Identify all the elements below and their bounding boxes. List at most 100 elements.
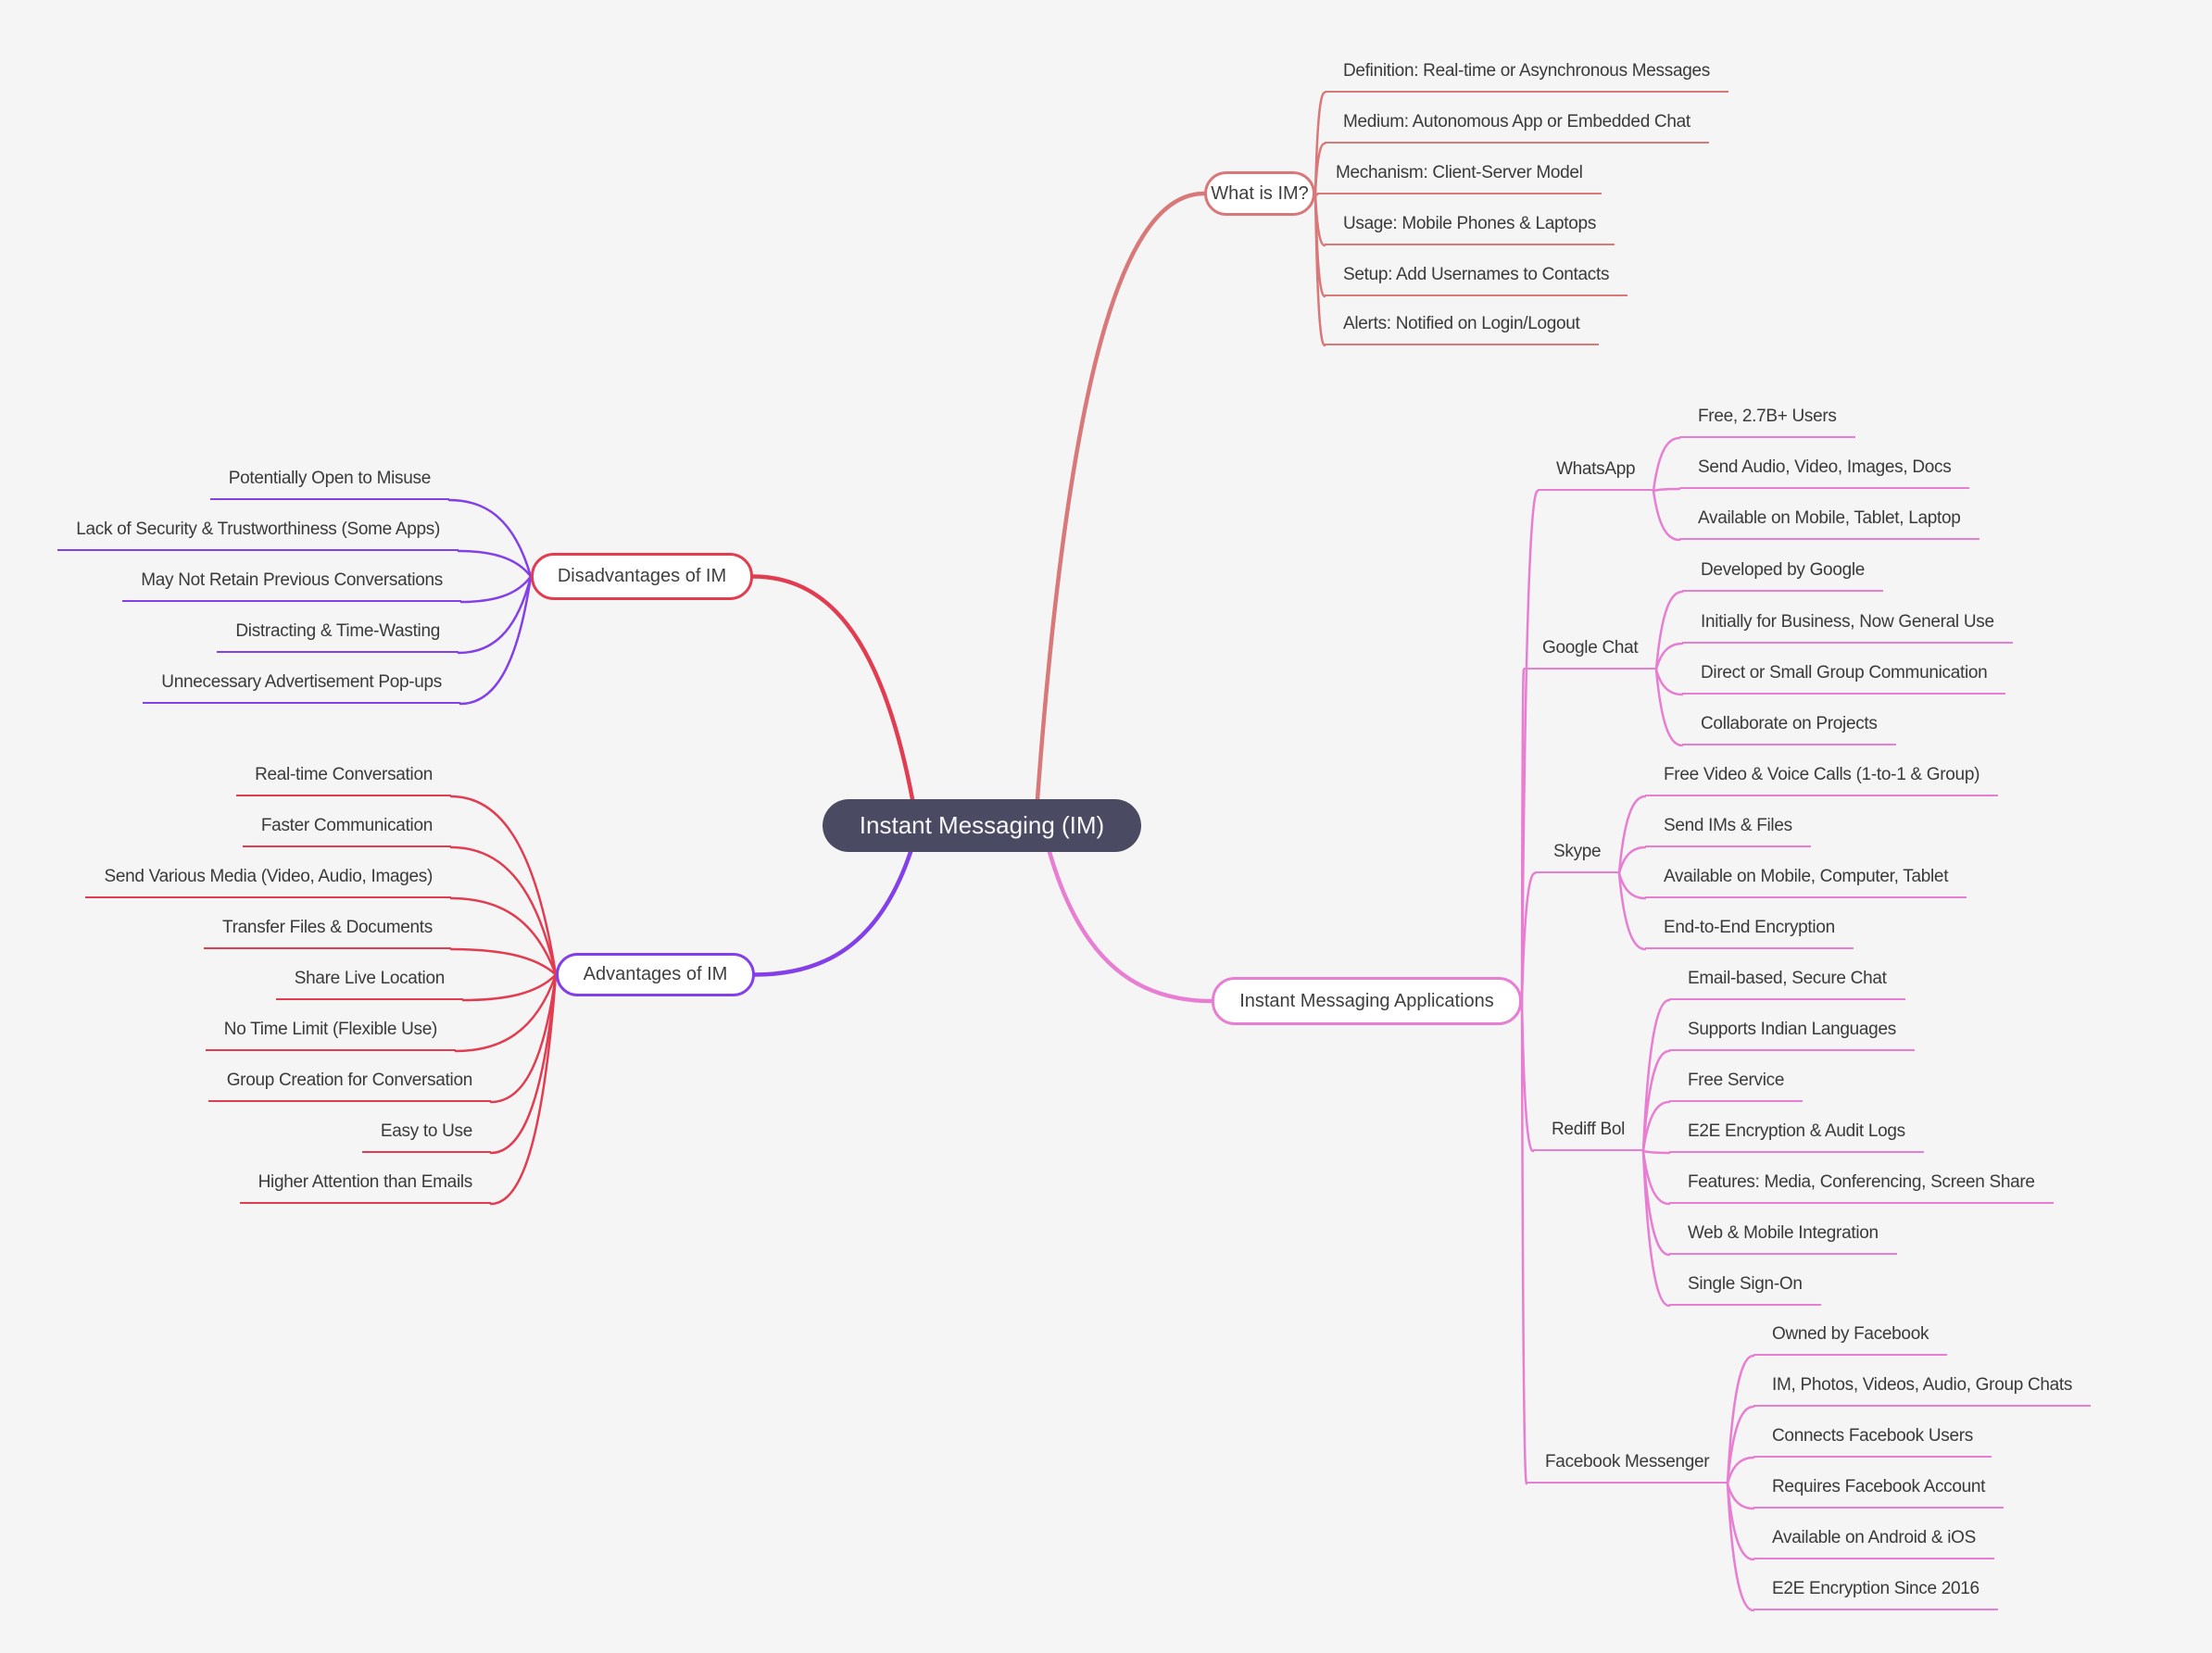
leaf-label: Collaborate on Projects bbox=[1682, 713, 1896, 745]
branch-node-advantages-of-im[interactable]: Advantages of IM bbox=[556, 953, 755, 996]
leaf-link bbox=[449, 896, 558, 976]
leaf-label: Easy to Use bbox=[361, 1121, 491, 1153]
leaf-link bbox=[1652, 487, 1681, 493]
leaf-label: Free Service bbox=[1669, 1070, 1804, 1102]
leaf-label: Share Live Location bbox=[275, 968, 463, 1000]
leaf-label: Developed by Google bbox=[1682, 559, 1884, 592]
leaf-link bbox=[1641, 1149, 1671, 1155]
leaf-link bbox=[449, 795, 558, 976]
leaf-label: No Time Limit (Flexible Use) bbox=[205, 1019, 456, 1051]
leaf-link bbox=[1654, 642, 1684, 671]
sub-branch-label-rediff-bol[interactable]: Rediff Bol bbox=[1533, 1119, 1644, 1151]
leaf-label: Connects Facebook Users bbox=[1753, 1425, 1992, 1458]
root-node[interactable]: Instant Messaging (IM) bbox=[823, 799, 1141, 852]
leaf-label: Direct or Small Group Communication bbox=[1682, 662, 2006, 695]
leaf-label: Available on Mobile, Computer, Tablet bbox=[1645, 866, 1967, 898]
leaf-label: Potentially Open to Misuse bbox=[209, 468, 449, 500]
leaf-label: Email-based, Secure Chat bbox=[1669, 968, 1905, 1000]
leaf-link bbox=[1654, 668, 1684, 747]
leaf-label: Initially for Business, Now General Use bbox=[1682, 611, 2013, 644]
leaf-link bbox=[1617, 871, 1647, 951]
leaf-label: Free Video & Voice Calls (1-to-1 & Group… bbox=[1645, 764, 1999, 796]
leaf-label: Unnecessary Advertisement Pop-ups bbox=[143, 671, 460, 704]
branch-link bbox=[1035, 191, 1207, 802]
leaf-link bbox=[1313, 142, 1326, 195]
leaf-label: End-to-End Encryption bbox=[1645, 917, 1854, 949]
leaf-link bbox=[1641, 1100, 1671, 1153]
leaf-link bbox=[1652, 489, 1681, 542]
leaf-link bbox=[449, 947, 558, 976]
sub-branch-label-skype[interactable]: Skype bbox=[1535, 841, 1620, 873]
leaf-link bbox=[454, 973, 558, 1053]
leaf-label: Faster Communication bbox=[242, 815, 451, 847]
leaf-label: Single Sign-On bbox=[1669, 1273, 1821, 1306]
leaf-label: Available on Mobile, Tablet, Laptop bbox=[1679, 507, 1979, 540]
leaf-link bbox=[489, 973, 558, 1104]
leaf-label: Alerts: Notified on Login/Logout bbox=[1325, 313, 1599, 345]
leaf-label: Owned by Facebook bbox=[1753, 1323, 1948, 1356]
leaf-label: Group Creation for Conversation bbox=[207, 1070, 491, 1102]
leaf-link bbox=[489, 973, 558, 1155]
sub-branch-label-google-chat[interactable]: Google Chat bbox=[1524, 637, 1657, 670]
leaf-label: Available on Android & iOS bbox=[1753, 1527, 1994, 1559]
leaf-link bbox=[1617, 845, 1647, 875]
sub-branch-link bbox=[1520, 668, 1526, 1003]
leaf-link bbox=[457, 549, 533, 578]
leaf-link bbox=[1654, 590, 1684, 671]
leaf-link bbox=[1641, 1149, 1671, 1308]
leaf-link bbox=[1652, 436, 1681, 493]
leaf-link bbox=[459, 575, 533, 604]
sub-branch-link bbox=[1520, 999, 1528, 1485]
leaf-link bbox=[1641, 1049, 1671, 1153]
leaf-link bbox=[449, 845, 558, 976]
branch-link bbox=[752, 849, 913, 977]
leaf-label: IM, Photos, Videos, Audio, Group Chats bbox=[1753, 1374, 2092, 1407]
leaf-label: Setup: Add Usernames to Contacts bbox=[1325, 264, 1628, 296]
leaf-link bbox=[1726, 1456, 1755, 1485]
leaf-label: Send Various Media (Video, Audio, Images… bbox=[85, 866, 451, 898]
leaf-link bbox=[447, 498, 533, 578]
leaf-label: Web & Mobile Integration bbox=[1669, 1222, 1897, 1255]
leaf-label: Higher Attention than Emails bbox=[239, 1171, 491, 1204]
leaf-label: Usage: Mobile Phones & Laptops bbox=[1325, 213, 1615, 245]
leaf-label: Medium: Autonomous App or Embedded Chat bbox=[1325, 111, 1709, 144]
leaf-label: May Not Retain Previous Conversations bbox=[122, 570, 461, 602]
leaf-label: Features: Media, Conferencing, Screen Sh… bbox=[1669, 1171, 2054, 1204]
leaf-link bbox=[1726, 1482, 1755, 1510]
leaf-label: Mechanism: Client-Server Model bbox=[1317, 162, 1602, 194]
sub-branch-link bbox=[1520, 999, 1535, 1153]
sub-branch-label-whatsapp[interactable]: WhatsApp bbox=[1538, 458, 1654, 491]
leaf-label: E2E Encryption Since 2016 bbox=[1753, 1578, 1998, 1610]
sub-branch-link bbox=[1520, 871, 1537, 1003]
leaf-label: Free, 2.7B+ Users bbox=[1679, 406, 1855, 438]
leaf-label: Lack of Security & Trustworthiness (Some… bbox=[57, 519, 459, 551]
leaf-link bbox=[1726, 1405, 1755, 1485]
branch-link bbox=[750, 574, 915, 802]
leaf-link bbox=[1726, 1354, 1755, 1485]
leaf-link bbox=[461, 973, 558, 1002]
branch-link bbox=[1047, 849, 1214, 1004]
leaf-link bbox=[489, 973, 558, 1206]
leaf-label: Send Audio, Video, Images, Docs bbox=[1679, 457, 1970, 489]
leaf-label: Transfer Files & Documents bbox=[204, 917, 451, 949]
branch-node-disadvantages-of-im[interactable]: Disadvantages of IM bbox=[531, 553, 753, 600]
leaf-label: Requires Facebook Account bbox=[1753, 1476, 2005, 1509]
branch-node-instant-messaging-applications[interactable]: Instant Messaging Applications bbox=[1212, 977, 1522, 1025]
leaf-label: Distracting & Time-Wasting bbox=[217, 620, 459, 653]
leaf-label: Real-time Conversation bbox=[236, 764, 451, 796]
leaf-link bbox=[1617, 871, 1647, 900]
leaf-label: Supports Indian Languages bbox=[1669, 1019, 1915, 1051]
leaf-link bbox=[1617, 795, 1647, 875]
leaf-link bbox=[457, 575, 533, 655]
leaf-link bbox=[1654, 668, 1684, 696]
branch-node-what-is-im[interactable]: What is IM? bbox=[1204, 171, 1315, 216]
leaf-label: E2E Encryption & Audit Logs bbox=[1669, 1121, 1924, 1153]
sub-branch-label-facebook-messenger[interactable]: Facebook Messenger bbox=[1527, 1451, 1728, 1484]
leaf-link bbox=[1313, 192, 1326, 347]
leaf-label: Definition: Real-time or Asynchronous Me… bbox=[1325, 60, 1728, 93]
leaf-link bbox=[459, 575, 533, 706]
leaf-link bbox=[1641, 998, 1671, 1153]
leaf-label: Send IMs & Files bbox=[1645, 815, 1811, 847]
